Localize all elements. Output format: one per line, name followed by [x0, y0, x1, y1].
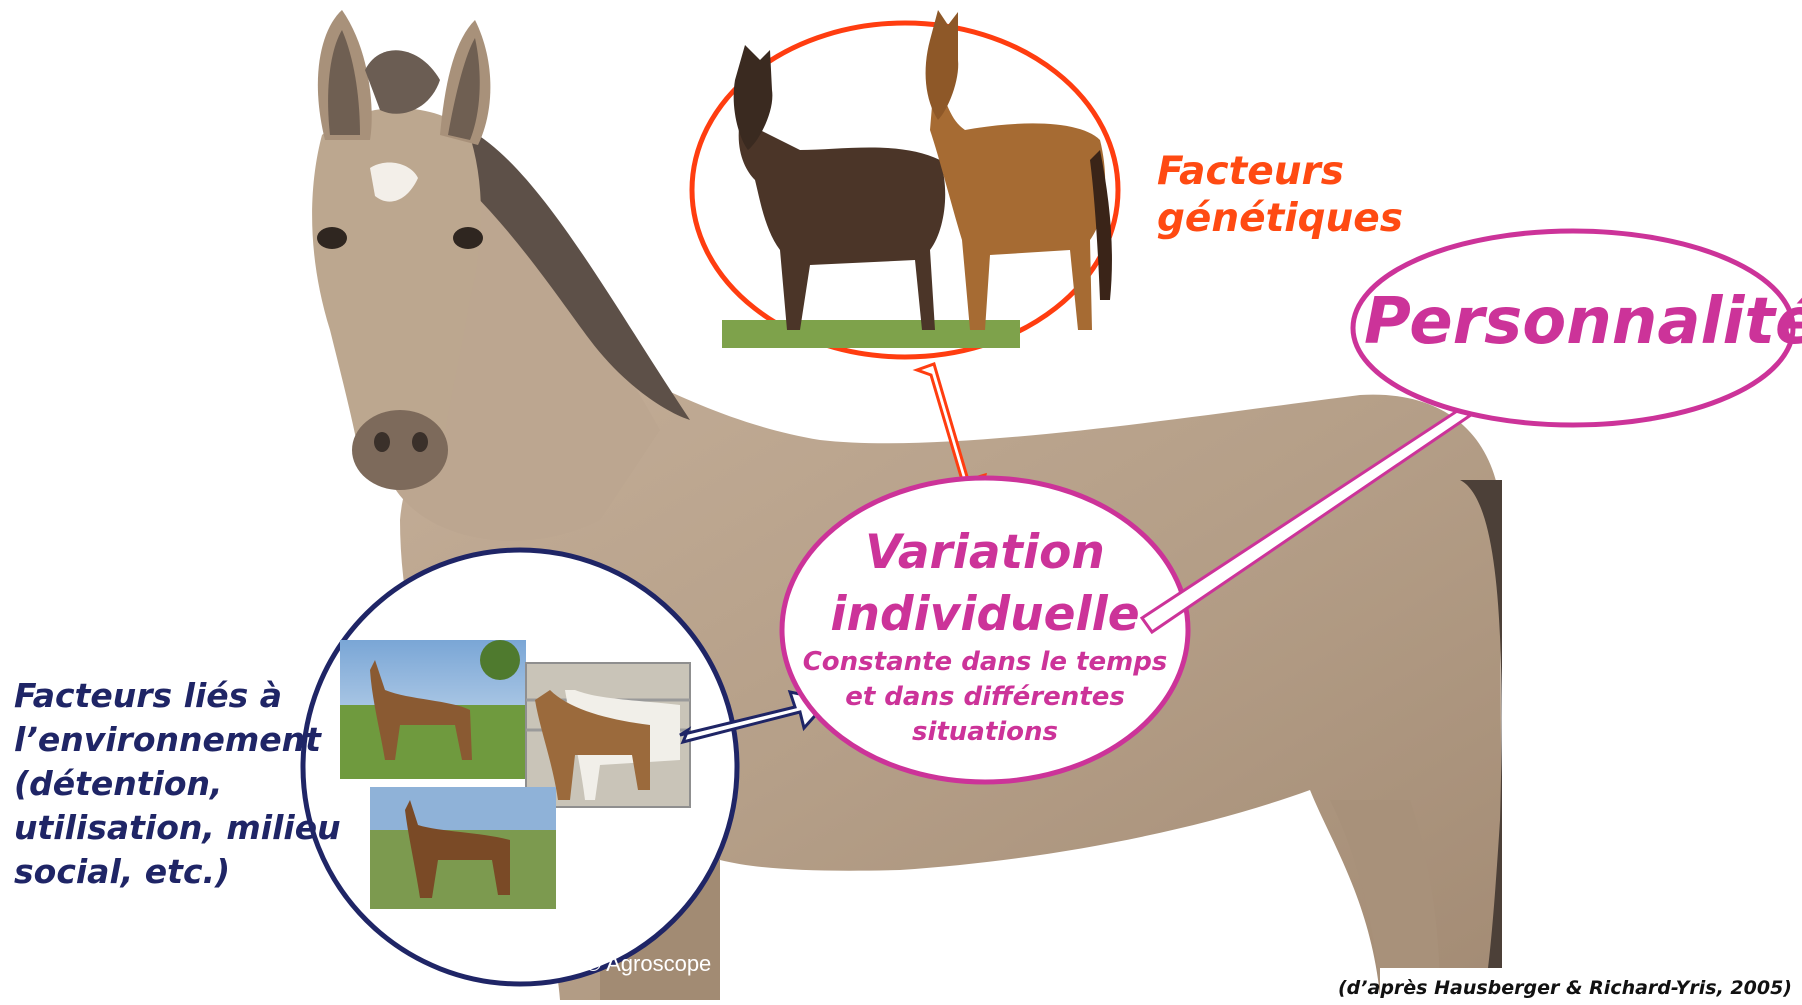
foal-photo-meadow — [370, 787, 556, 909]
environment-factors-line-1: Facteurs liés à — [14, 674, 341, 718]
foal-photo-pasture — [340, 640, 526, 779]
variation-title: Variation individuelle — [785, 522, 1185, 646]
variation-title-line-2: individuelle — [785, 584, 1185, 646]
environment-factors-line-3: (détention, — [14, 762, 341, 806]
genetic-factors-label: Facteurs génétiques — [1157, 148, 1403, 242]
genetic-factors-line-2: génétiques — [1157, 195, 1403, 242]
variation-subtitle-line-1: Constante dans le temps — [785, 645, 1185, 680]
copyright-notice: © Agroscope — [585, 951, 711, 977]
environment-factors-line-2: l’environnement — [14, 718, 341, 762]
environment-factors-group — [303, 550, 737, 984]
variation-subtitle-line-3: situations — [785, 715, 1185, 750]
foal-photo-stable — [526, 663, 690, 807]
environment-factors-line-5: social, etc.) — [14, 850, 341, 894]
personality-label: Personnalité — [1364, 286, 1796, 358]
variation-subtitle: Constante dans le temps et dans différen… — [785, 645, 1185, 750]
environment-factors-label: Facteurs liés à l’environnement (détenti… — [14, 674, 341, 894]
genetic-factors-line-1: Facteurs — [1157, 148, 1403, 195]
environment-factors-line-4: utilisation, milieu — [14, 806, 341, 850]
genetic-factors-group — [692, 10, 1118, 357]
variation-title-line-1: Variation — [785, 522, 1185, 584]
source-citation: (d’après Hausberger & Richard-Yris, 2005… — [1338, 977, 1792, 999]
variation-subtitle-line-2: et dans différentes — [785, 680, 1185, 715]
